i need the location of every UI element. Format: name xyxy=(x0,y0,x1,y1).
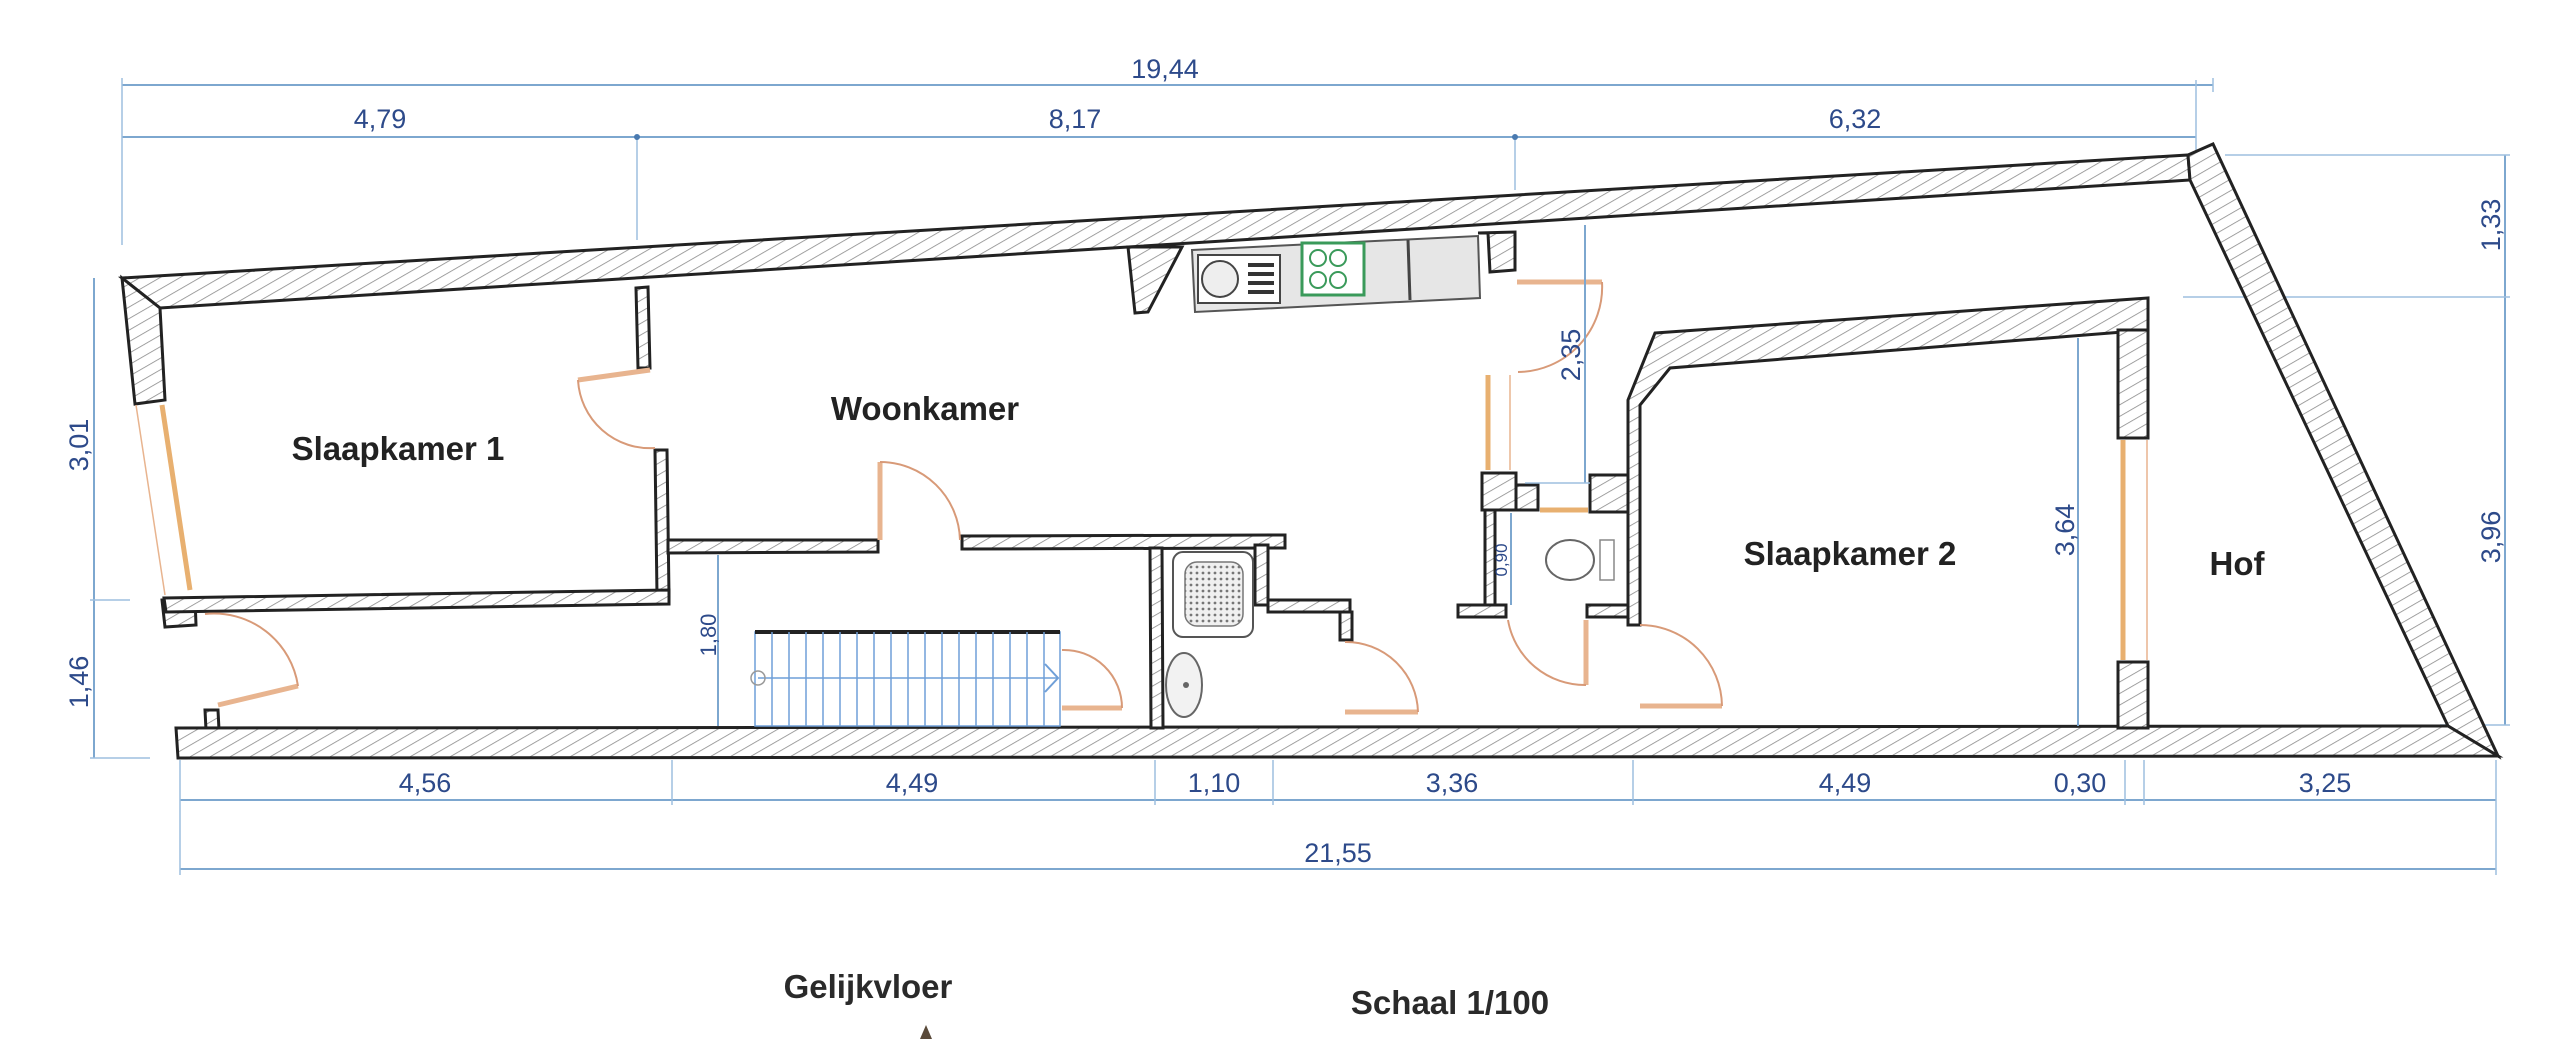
north-arrow-icon xyxy=(920,1025,932,1039)
dim-right-lower: 3,96 xyxy=(2476,511,2506,564)
dim-bottom-6: 0,30 xyxy=(2054,768,2107,798)
windows xyxy=(135,375,2148,660)
dim-top-segment-2: 8,17 xyxy=(1049,104,1102,134)
kitchen-counter xyxy=(1190,234,1482,314)
title-block: Gelijkvloer Schaal 1/100 xyxy=(784,968,1549,1039)
dim-hall: 1,80 xyxy=(696,614,721,657)
dim-slaapkamer-2-depth: 3,64 xyxy=(2050,504,2080,557)
dim-left-lower: 1,46 xyxy=(64,656,94,709)
scale-label: Schaal 1/100 xyxy=(1351,984,1549,1021)
bottom-dimensions: 4,56 4,49 1,10 3,36 4,49 0,30 3,25 21,55 xyxy=(179,760,2497,875)
dim-bottom-5: 4,49 xyxy=(1819,768,1872,798)
dim-right-upper: 1,33 xyxy=(2476,199,2506,252)
room-label-slaapkamer-2: Slaapkamer 2 xyxy=(1744,535,1957,572)
dim-bottom-7: 3,25 xyxy=(2299,768,2352,798)
doors xyxy=(204,279,1723,715)
dim-left-upper: 3,01 xyxy=(64,419,94,472)
shower-icon xyxy=(1172,551,1254,638)
dim-bottom-4: 3,36 xyxy=(1426,768,1479,798)
interior-walls xyxy=(162,230,2150,730)
cooktop-icon xyxy=(1300,241,1366,297)
room-label-woonkamer: Woonkamer xyxy=(831,390,1019,427)
dim-wc: 0,90 xyxy=(1492,543,1511,576)
dim-top-segment-3: 6,32 xyxy=(1829,104,1882,134)
dim-kitchen-passage: 2,35 xyxy=(1556,329,1586,382)
right-dimensions: 1,33 3,96 xyxy=(2183,154,2510,726)
left-dimensions: 3,01 1,46 xyxy=(64,278,150,759)
dim-bottom-1: 4,56 xyxy=(399,768,452,798)
dim-top-total: 19,44 xyxy=(1131,54,1199,84)
floor-title: Gelijkvloer xyxy=(784,968,953,1005)
room-label-slaapkamer-1: Slaapkamer 1 xyxy=(292,430,505,467)
room-labels: Slaapkamer 1 Woonkamer Slaapkamer 2 Hof xyxy=(292,390,2266,582)
top-dimensions: 19,44 4,79 8,17 6,32 xyxy=(121,54,2214,245)
dim-bottom-2: 4,49 xyxy=(886,768,939,798)
dim-top-segment-1: 4,79 xyxy=(354,104,407,134)
staircase-icon xyxy=(750,630,1061,727)
toilet-icon xyxy=(1545,539,1615,581)
dim-bottom-total: 21,55 xyxy=(1304,838,1372,868)
outer-walls xyxy=(117,142,2504,760)
room-label-hof: Hof xyxy=(2210,545,2266,582)
dim-bottom-3: 1,10 xyxy=(1188,768,1241,798)
interior-dimensions: 2,35 1,80 0,90 3,64 xyxy=(696,225,2080,726)
washbasin-icon xyxy=(1165,652,1203,718)
